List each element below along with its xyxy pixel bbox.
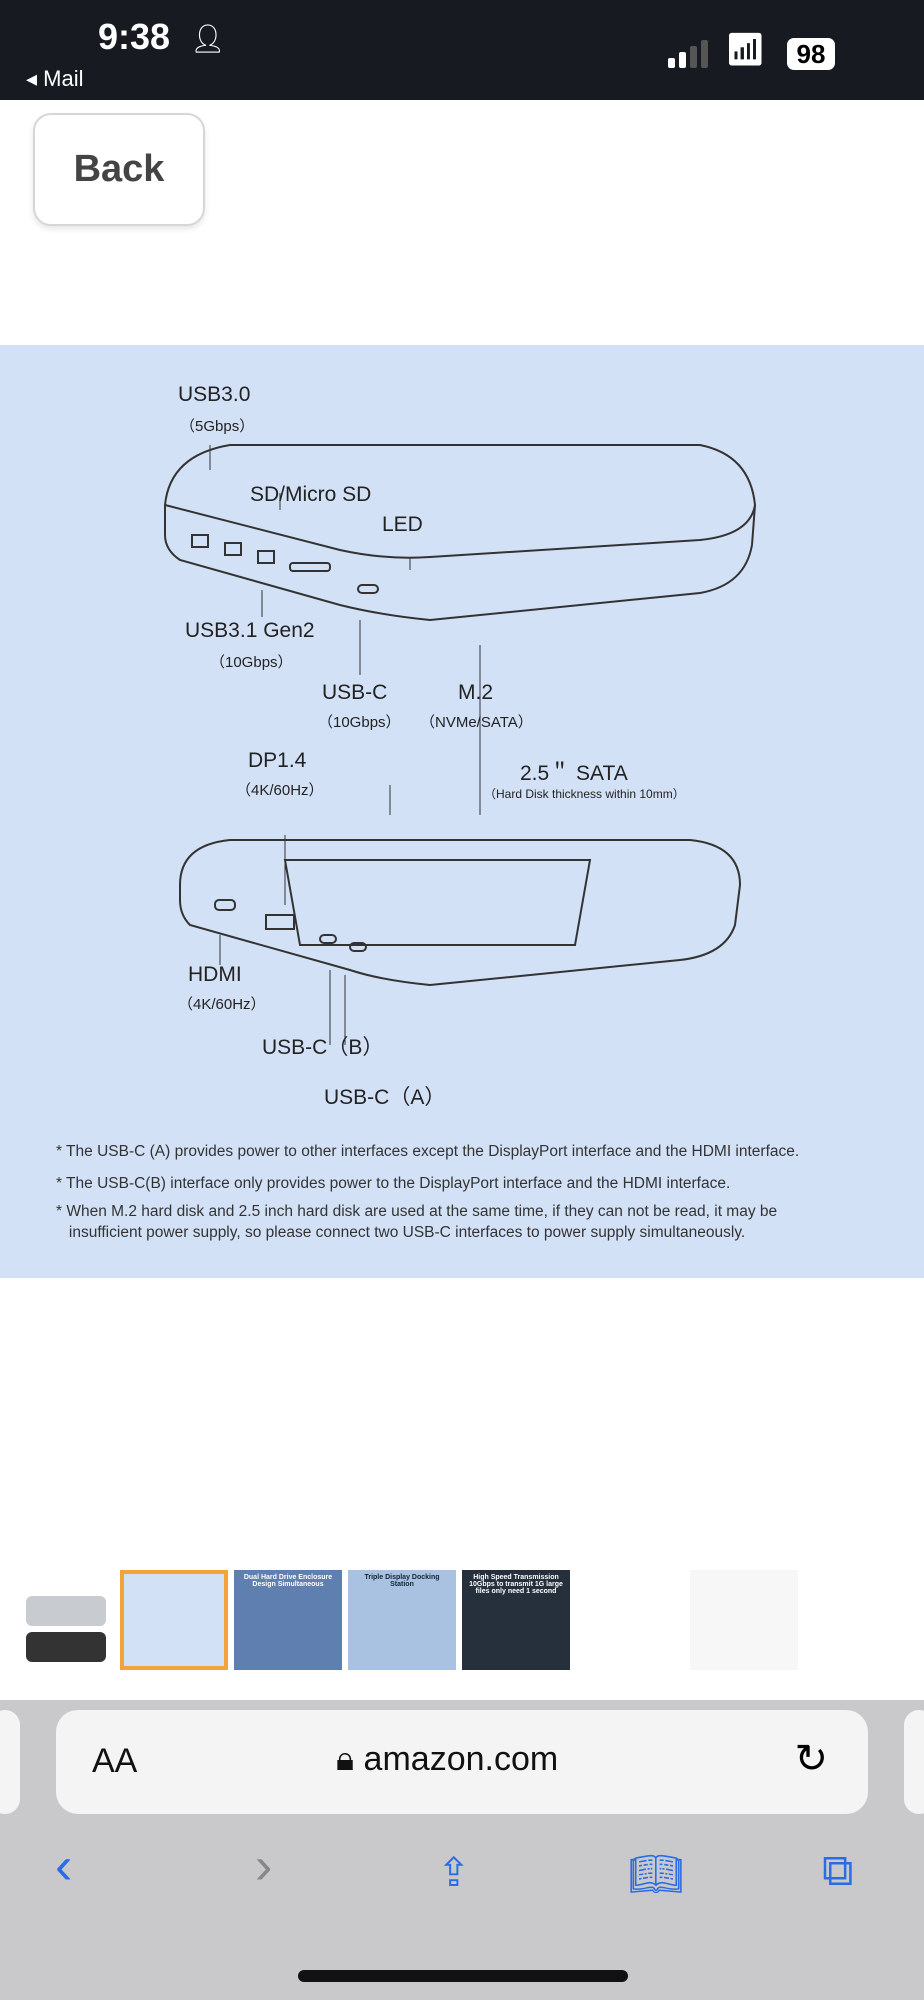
back-to-mail-link[interactable]: ◂ Mail [26, 66, 84, 91]
note-3: * When M.2 hard disk and 2.5 inch hard d… [56, 1203, 778, 1241]
note-2: * The USB-C(B) interface only provides p… [56, 1175, 731, 1192]
status-bar: 9:38 👤︎ ◂ Mail 📶︎ 98 [0, 0, 924, 100]
sd-label: SD/Micro SD [250, 483, 372, 506]
next-tab-edge[interactable] [904, 1710, 924, 1814]
back-nav-icon[interactable]: ‹ [55, 1837, 73, 1895]
thumbnail-strip: Dual Hard Drive Enclosure Design Simulta… [0, 1548, 924, 1670]
usb30-label: USB3.0 [178, 383, 251, 406]
lock-icon: 🔒︎ [336, 1740, 355, 1778]
signal-icon [668, 40, 708, 68]
person-icon: 👤︎ [190, 23, 226, 54]
bookmarks-icon[interactable]: 📖︎ [628, 1850, 684, 1899]
back-app-label: Mail [43, 66, 84, 91]
note-1: * The USB-C (A) provides power to other … [56, 1143, 800, 1160]
thumbnail-2-selected[interactable] [120, 1570, 228, 1670]
thumbnail-6[interactable] [576, 1570, 684, 1670]
dp-label: DP1.4 [248, 749, 307, 772]
usbc-speed: （10Gbps） [318, 714, 401, 731]
reload-icon[interactable]: ↻ [794, 1737, 828, 1781]
back-button[interactable]: Back [33, 113, 205, 226]
text-size-button[interactable]: AA [92, 1742, 138, 1780]
usbc-b-label: USB-C（B） [262, 1036, 384, 1059]
product-image[interactable]: USB3.0 （5Gbps） SD/Micro SD LED USB3.1 Ge… [0, 345, 924, 1278]
usb31-speed: （10Gbps） [210, 654, 293, 671]
thumbnail-3-title: Dual Hard Drive Enclosure Design Simulta… [243, 1574, 333, 1588]
sata-label: 2.5＂ SATA [520, 762, 628, 785]
home-indicator[interactable] [298, 1970, 628, 1982]
share-icon[interactable]: ⇪ [437, 1851, 471, 1895]
m2-type: （NVMe/SATA） [420, 714, 533, 731]
thumbnail-5[interactable]: High Speed Transmission 10Gbps to transm… [462, 1570, 570, 1670]
forward-nav-icon[interactable]: › [255, 1837, 273, 1895]
thumbnail-5-title: High Speed Transmission 10Gbps to transm… [469, 1574, 563, 1595]
m2-label: M.2 [458, 681, 494, 704]
clock: 9:38 [98, 16, 171, 57]
address-bar[interactable]: AA 🔒︎ amazon.com ↻ [56, 1710, 868, 1814]
thumbnail-1[interactable] [12, 1570, 120, 1670]
url-domain: 🔒︎ amazon.com [336, 1740, 558, 1779]
thumbnail-3[interactable]: Dual Hard Drive Enclosure Design Simulta… [234, 1570, 342, 1670]
thumbnail-4-title: Triple Display Docking Station [364, 1574, 440, 1588]
sata-note: （Hard Disk thickness within 10mm） [484, 787, 685, 801]
led-label: LED [382, 513, 423, 536]
hdmi-spec: （4K/60Hz） [178, 996, 266, 1013]
hdmi-label: HDMI [188, 963, 242, 986]
battery-indicator: 98 [787, 38, 835, 70]
dp-spec: （4K/60Hz） [236, 782, 324, 799]
thumbnail-7[interactable] [690, 1570, 798, 1670]
usb31-label: USB3.1 Gen2 [185, 619, 315, 642]
usb30-speed: （5Gbps） [180, 418, 255, 435]
tabs-icon[interactable]: ⧉ [822, 1846, 854, 1895]
prev-tab-edge[interactable] [0, 1710, 20, 1814]
usbc-label: USB-C [322, 681, 388, 704]
wifi-icon: 📶︎ [725, 31, 766, 67]
usbc-a-label: USB-C（A） [324, 1086, 446, 1109]
device-drawing [164, 444, 757, 1045]
thumbnail-4[interactable]: Triple Display Docking Station [348, 1570, 456, 1670]
domain-text: amazon.com [363, 1740, 559, 1778]
